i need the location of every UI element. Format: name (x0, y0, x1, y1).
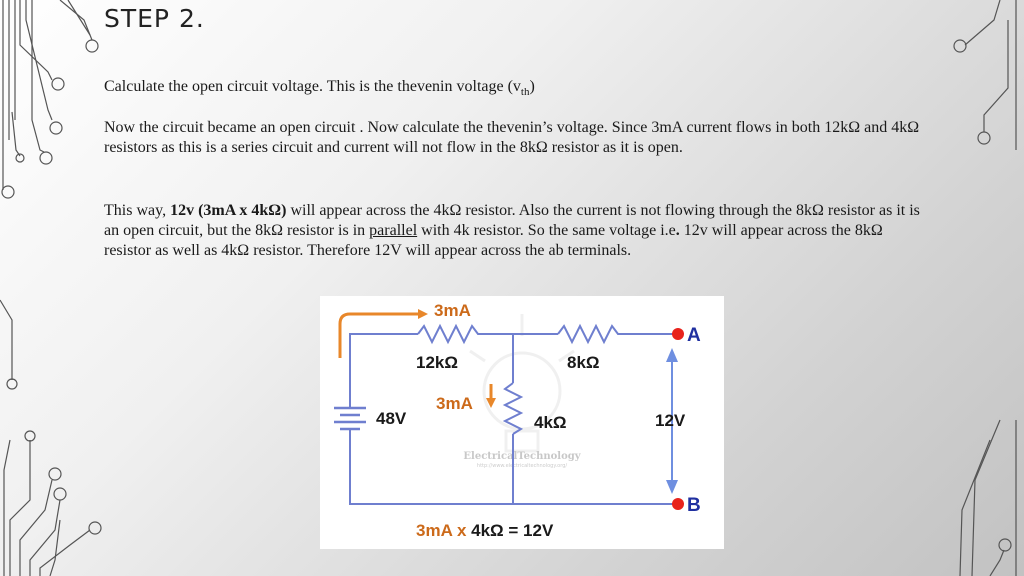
current-arrow-left (338, 312, 418, 358)
terminal-b-label: B (687, 495, 701, 516)
resistor-8k-label: 8kΩ (567, 353, 600, 372)
circuit-figure: ElectricalTechnology http://www.electric… (320, 296, 724, 549)
terminal-a-dot (672, 328, 684, 340)
circuit-diagram: ElectricalTechnology http://www.electric… (334, 301, 701, 540)
battery-48v-icon (334, 406, 366, 431)
paragraph-open-circuit-explanation: Now the circuit became an open circuit .… (104, 119, 920, 156)
watermark-url: http://www.electricaltechnology.org/ (477, 463, 567, 469)
voltage-arrowhead-down (666, 480, 678, 494)
watermark-text: ElectricalTechnology (463, 451, 581, 462)
p3-underline-parallel: parallel (369, 222, 418, 239)
resistor-8k (557, 323, 622, 345)
equation-text: 3mA x 4kΩ = 12V (416, 521, 554, 540)
current-label-mid: 3mA (436, 394, 473, 413)
source-voltage-label: 48V (376, 409, 407, 428)
step-title: STEP 2. (104, 4, 205, 33)
current-arrowhead-down (486, 398, 496, 408)
circuit-wires (349, 333, 678, 505)
voltage-12v-label: 12V (655, 411, 686, 430)
paragraph-open-circuit-voltage: Calculate the open circuit voltage. This… (104, 77, 924, 102)
resistor-12k (417, 323, 482, 345)
watermark-bulb-icon (469, 314, 575, 453)
p3-bold-dot: . (675, 222, 680, 239)
p3-part-b: will appear across the 4kΩ resistor. Als… (104, 202, 920, 239)
current-arrowhead-right (418, 309, 428, 319)
equation-part-result: 4kΩ = 12V (471, 521, 554, 540)
terminal-a-label: A (687, 325, 701, 346)
p1-text: Calculate the open circuit voltage. This… (104, 78, 521, 95)
resistor-4k (502, 382, 524, 435)
resistor-12k-label: 12kΩ (416, 353, 458, 372)
p3-part-a: This way, (104, 202, 171, 219)
equation-part-current: 3mA x (416, 521, 471, 540)
paragraph-voltage-conclusion: This way, 12v (3mA x 4kΩ) will appear ac… (104, 201, 924, 261)
voltage-arrowhead-up (666, 348, 678, 362)
current-label-top: 3mA (434, 301, 471, 320)
terminal-b-dot (672, 498, 684, 510)
p3-part-c: with 4k resistor. So the same voltage i.… (417, 222, 676, 239)
p1-end: ) (529, 78, 535, 95)
p3-bold-equation: 12v (3mA x 4kΩ) (170, 202, 287, 219)
resistor-4k-label: 4kΩ (534, 413, 567, 432)
p1-subscript: th (520, 86, 530, 98)
p3-part-d: 12v will appear across the 8kΩ resistor … (104, 222, 883, 259)
